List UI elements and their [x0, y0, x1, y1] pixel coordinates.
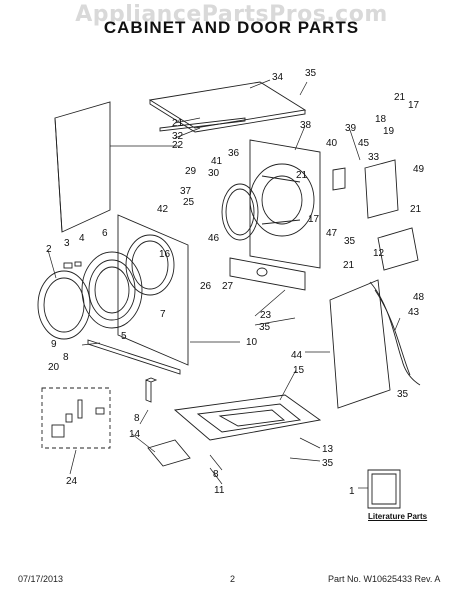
callout-19: 19 [383, 126, 395, 137]
callout-35: 35 [344, 236, 356, 247]
callout-35: 35 [259, 322, 271, 333]
rear-frame-part [249, 139, 321, 269]
callout-1: 1 [349, 486, 355, 497]
callout-21: 21 [410, 204, 422, 215]
callout-6: 6 [102, 228, 108, 239]
callout-17: 17 [308, 214, 320, 225]
callout-21: 21 [172, 118, 184, 129]
callout-45: 45 [358, 138, 370, 149]
watermark: AppliancePartsPros.com [75, 2, 388, 27]
callout-26: 26 [200, 281, 212, 292]
callout-10: 10 [246, 337, 258, 348]
callout-27: 27 [222, 281, 234, 292]
callout-40: 40 [326, 138, 338, 149]
callout-41: 41 [211, 156, 223, 167]
callout-46: 46 [208, 233, 220, 244]
callout-15: 15 [293, 365, 305, 376]
callout-9: 9 [51, 339, 57, 350]
callout-12: 12 [373, 248, 385, 259]
callout-25: 25 [183, 197, 195, 208]
callout-17: 17 [408, 100, 420, 111]
callout-48: 48 [413, 292, 425, 303]
callout-35: 35 [397, 389, 409, 400]
diagram-title: CABINET AND DOOR PARTS [103, 18, 360, 37]
callout-2: 2 [46, 244, 52, 255]
callout-34: 34 [272, 72, 284, 83]
callout-37: 37 [180, 186, 192, 197]
callout-18: 18 [375, 114, 387, 125]
callout-16: 16 [159, 249, 171, 260]
callout-4: 4 [79, 233, 85, 244]
callout-21: 21 [343, 260, 355, 271]
footer-page: 2 [230, 574, 236, 584]
literature-part [367, 469, 401, 509]
footer-part-number: Part No. W10625433 Rev. A [328, 574, 441, 584]
callout-33: 33 [368, 152, 380, 163]
callout-39: 39 [345, 123, 357, 134]
door-trim-part [37, 270, 91, 340]
callout-11: 11 [214, 485, 225, 496]
drum-front-ring-part [221, 183, 259, 241]
front-panel-part [117, 214, 189, 366]
callout-35: 35 [322, 458, 334, 469]
callout-42: 42 [157, 204, 169, 215]
callout-21: 21 [394, 92, 406, 103]
base-frame-part [173, 394, 322, 441]
callout-3: 3 [64, 238, 70, 249]
footer-date: 07/17/2013 [18, 574, 64, 584]
callout-32: 32 [172, 131, 184, 142]
callout-43: 43 [408, 307, 420, 318]
callout-14: 14 [129, 429, 141, 440]
callout-8: 8 [63, 352, 69, 363]
callout-21: 21 [296, 170, 308, 181]
callout-29: 29 [185, 166, 197, 177]
callout-7: 7 [160, 309, 166, 320]
callout-22: 22 [172, 140, 184, 151]
callout-13: 13 [322, 444, 334, 455]
callout-38: 38 [300, 120, 312, 131]
callout-5: 5 [121, 331, 127, 342]
bracket-part [147, 439, 191, 467]
callout-24: 24 [66, 476, 78, 487]
right-side-panel-part [329, 279, 391, 409]
callout-35: 35 [305, 68, 317, 79]
drum-rear-part [249, 163, 315, 237]
callout-23: 23 [260, 310, 272, 321]
door-outer-part [81, 251, 143, 329]
callout-44: 44 [291, 350, 303, 361]
callout-20: 20 [48, 362, 60, 373]
control-module-part [377, 227, 419, 271]
parts-kit-box [41, 387, 111, 449]
kick-strip-part [87, 339, 181, 375]
callout-8: 8 [213, 469, 219, 480]
callout-36: 36 [228, 148, 240, 159]
literature-parts-label: Literature Parts [368, 512, 428, 521]
callout-47: 47 [326, 228, 338, 239]
callout-30: 30 [208, 168, 220, 179]
left-side-panel-part [54, 101, 111, 233]
callout-49: 49 [413, 164, 425, 175]
wire-harness-part [369, 281, 421, 386]
top-brace-part [159, 117, 246, 132]
front-base-brace-part [229, 257, 306, 291]
callout-8: 8 [134, 413, 140, 424]
